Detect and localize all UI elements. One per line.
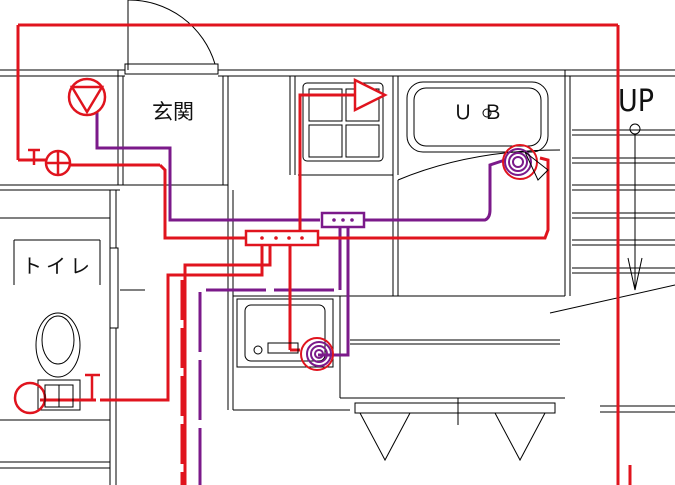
toilet-icon (13, 373, 100, 415)
faucet-icon (28, 148, 72, 177)
water-heater-icon (353, 77, 388, 113)
stairs-up-label: UP (618, 84, 655, 119)
header-manifold-icon (244, 211, 366, 247)
room-label-unit-bath: ＵＢ (453, 100, 513, 124)
room-label-entrance: 玄関 (152, 100, 194, 124)
kitchen-sink-icon (253, 337, 334, 371)
bathtub-icon (502, 144, 549, 181)
room-label-toilet: トイレ (22, 254, 94, 278)
water-meter-icon (67, 77, 107, 117)
drain-pipes (95, 112, 506, 485)
washbasin-icon (44, 384, 74, 408)
staircase (549, 123, 675, 314)
